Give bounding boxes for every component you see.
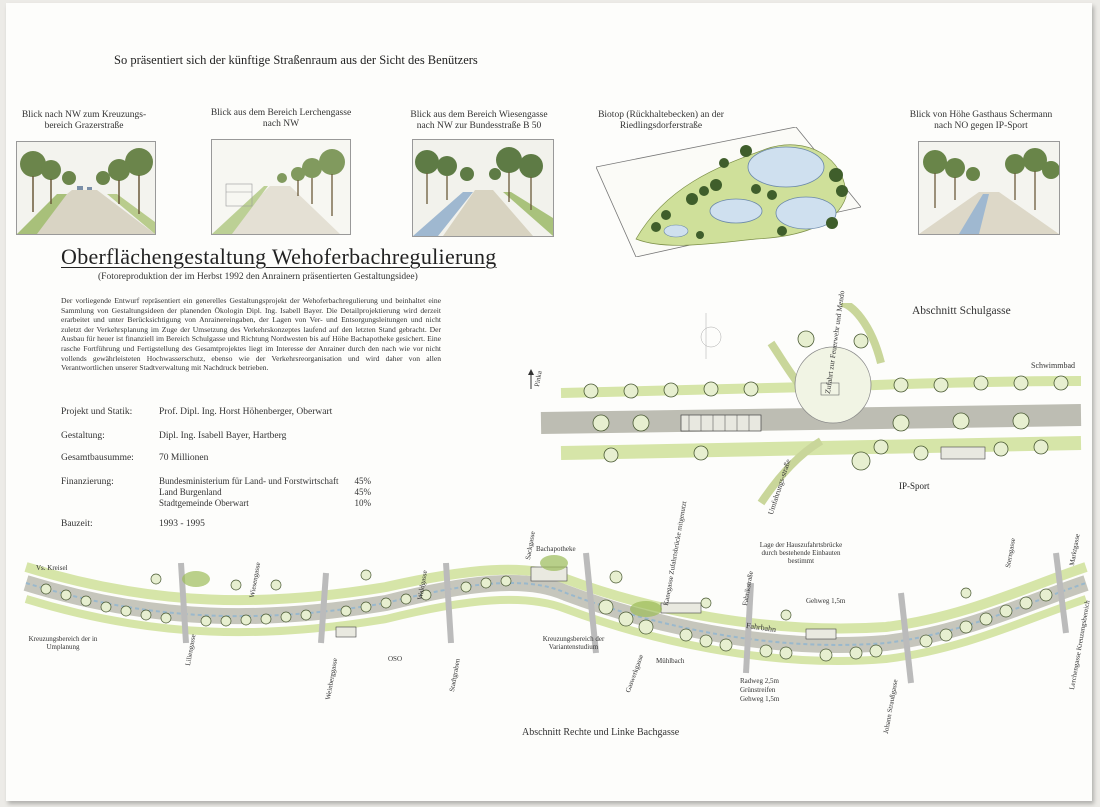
plan-subtitle: (Fotoreproduktion der im Herbst 1992 den… — [98, 272, 418, 282]
fact-label-projekt: Projekt und Statik: — [61, 407, 133, 417]
label-bachapotheke: Bachapotheke — [536, 545, 576, 553]
fact-label-finanzierung: Finanzierung: — [61, 477, 114, 487]
label-kreisel: Vs. Kreisel — [36, 564, 68, 572]
financing-row: Stadtgemeinde Oberwart 10% — [159, 498, 371, 509]
perspective-sketch-2 — [211, 139, 351, 235]
site-plan-bachgasse: Vs. Kreisel Kreuzungsbereich der in Umpl… — [6, 500, 1092, 738]
financing-row: Land Burgenland 45% — [159, 487, 371, 498]
label-gruenstreifen: Grünstreifen — [740, 686, 776, 694]
sheet-heading: So präsentiert sich der künftige Straßen… — [114, 53, 478, 67]
section-title-bachgasse: Abschnitt Rechte und Linke Bachgasse — [522, 727, 680, 738]
financing-list: Bundesministerium für Land- und Forstwir… — [159, 476, 371, 509]
label-gehweg-top: Gehweg 1,5m — [806, 597, 846, 605]
fact-label-gestaltung: Gestaltung: — [61, 431, 105, 441]
perspective-sketch-5 — [918, 141, 1060, 235]
plan-title: Oberflächengestaltung Wehoferbachregulie… — [61, 244, 497, 269]
view-caption-3: Blick aus dem Bereich Wiesengasse nach N… — [410, 110, 548, 131]
financing-share: 45% — [354, 476, 372, 486]
fact-label-summe: Gesamtbausumme: — [61, 453, 134, 463]
site-plan-schulgasse: Abschnitt Schulgasse Pinka Zufahrt zur F… — [521, 290, 1091, 516]
label-kreuzung-mitte: Kreuzungsbereich der Variantenstudium — [542, 635, 605, 651]
perspective-sketch-3 — [412, 139, 554, 237]
section-title-schulgasse: Abschnitt Schulgasse — [912, 305, 1011, 317]
financing-share: 45% — [354, 487, 372, 497]
description-text: Der vorliegende Entwurf repräsentiert ei… — [61, 296, 441, 373]
label-kreuzung: Kreuzungsbereich der in Umplanung — [28, 635, 98, 651]
financing-row: Bundesministerium für Land- und Forstwir… — [159, 476, 371, 487]
view-caption-4: Biotop (Rückhaltebecken) an der Riedling… — [598, 110, 724, 131]
financing-share: 10% — [354, 498, 372, 508]
label-radweg: Radweg 2,5m — [740, 677, 779, 685]
fact-value-gestaltung: Dipl. Ing. Isabell Bayer, Hartberg — [159, 431, 287, 441]
label-bruecken-note: Lage der Hauszufahrtsbrücke durch besteh… — [759, 541, 843, 565]
fact-value-summe: 70 Millionen — [159, 453, 209, 463]
fact-value-projekt: Prof. Dipl. Ing. Horst Höhenberger, Ober… — [159, 407, 333, 417]
label-gehweg: Gehweg 1,5m — [740, 695, 780, 703]
financing-name: Bundesministerium für Land- und Forstwir… — [159, 476, 339, 486]
financing-name: Land Burgenland — [159, 487, 222, 497]
plan-sheet: So präsentiert sich der künftige Straßen… — [6, 3, 1092, 801]
label-oso: OSO — [388, 655, 403, 663]
fact-label-bauzeit: Bauzeit: — [61, 519, 93, 529]
label-muehlbach: Mühlbach — [656, 657, 685, 665]
fact-value-bauzeit: 1993 - 1995 — [159, 519, 205, 529]
biotope-plan-sketch — [595, 126, 862, 258]
view-caption-1: Blick nach NW zum Kreuzungs-bereich Graz… — [21, 110, 147, 131]
view-caption-2: Blick aus dem Bereich Lerchengasse nach … — [210, 108, 352, 129]
view-caption-5: Blick von Höhe Gasthaus Schermann nach N… — [909, 110, 1053, 131]
label-ip-sport: IP-Sport — [899, 481, 930, 491]
perspective-sketch-1 — [16, 141, 156, 235]
label-schwimmbad: Schwimmbad — [1031, 361, 1075, 370]
financing-name: Stadtgemeinde Oberwart — [159, 498, 249, 508]
